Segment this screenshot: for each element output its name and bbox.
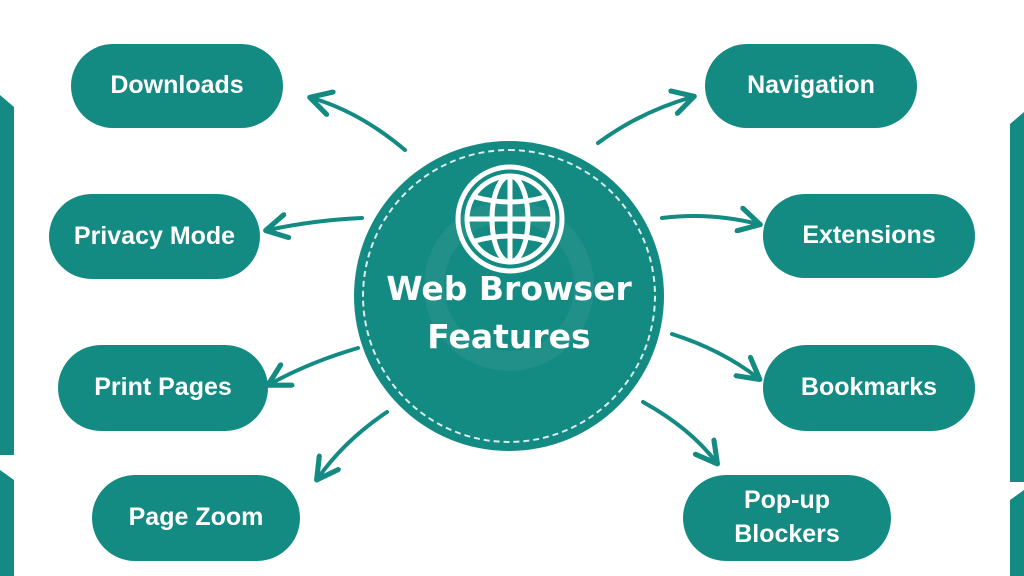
hub-title: Web Browser Features <box>386 269 632 356</box>
feature-extensions: Extensions <box>763 194 975 278</box>
globe-icon <box>455 164 565 274</box>
feature-downloads: Downloads <box>71 44 283 128</box>
arrow-to-print-pages <box>270 346 360 384</box>
arrow-to-extensions <box>660 216 758 224</box>
feature-print-pages: Print Pages <box>58 345 268 431</box>
right-edge-decoration-lower <box>1010 490 1024 576</box>
feature-navigation: Navigation <box>705 44 917 128</box>
central-hub-circle: Web Browser Features <box>354 141 664 451</box>
feature-page-zoom: Page Zoom <box>92 475 300 561</box>
arrow-to-popup-blockers <box>641 400 716 462</box>
arrow-to-downloads <box>312 98 407 152</box>
arrow-to-bookmarks <box>670 332 758 378</box>
right-edge-decoration <box>1010 112 1024 482</box>
arrow-to-page-zoom <box>318 410 389 478</box>
arrow-to-navigation <box>596 97 692 145</box>
feature-popup-blockers: Pop-up Blockers <box>683 475 891 561</box>
feature-privacy-mode: Privacy Mode <box>49 194 260 279</box>
left-edge-decoration <box>0 95 14 455</box>
left-edge-decoration-lower <box>0 470 14 576</box>
arrow-to-privacy-mode <box>268 218 364 230</box>
feature-bookmarks: Bookmarks <box>763 345 975 431</box>
hub-dashed-ring <box>362 149 656 443</box>
